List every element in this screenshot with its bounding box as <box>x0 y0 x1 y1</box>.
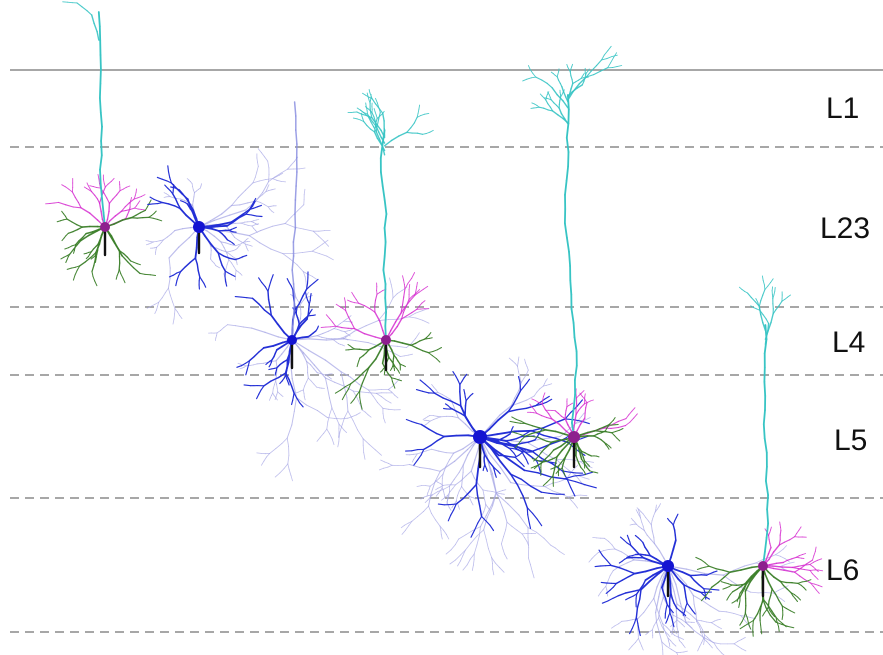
layer-boundaries <box>10 69 883 633</box>
neuron-l4-interneuron <box>208 101 430 482</box>
pyramidal-soma <box>100 222 110 232</box>
interneuron-soma <box>193 221 205 233</box>
interneuron-soma <box>473 430 487 444</box>
layer-label-l23: L23 <box>820 212 870 245</box>
pyramidal-soma <box>568 431 580 443</box>
neuron-l5-interneuron <box>378 356 597 579</box>
layer-label-l5: L5 <box>834 424 867 457</box>
neuron-morphologies <box>45 1 824 655</box>
neuron-l23-interneuron <box>145 148 334 325</box>
interneuron-soma <box>287 335 297 345</box>
layer-labels: L1 L23 L4 L5 L6 <box>820 92 870 587</box>
neuron-l6-pyramidal <box>695 275 824 637</box>
neuron-l6-interneuron <box>588 503 795 655</box>
neuron-l4-pyramidal <box>320 89 443 410</box>
layer-label-l1: L1 <box>826 92 859 125</box>
neuron-l5-pyramidal <box>509 45 638 487</box>
layer-label-l4: L4 <box>832 326 865 359</box>
pyramidal-soma <box>758 561 768 571</box>
interneuron-soma <box>662 560 674 572</box>
pyramidal-soma <box>381 335 391 345</box>
layer-label-l6: L6 <box>826 554 859 587</box>
neuron-l23-pyramidal <box>45 1 163 287</box>
